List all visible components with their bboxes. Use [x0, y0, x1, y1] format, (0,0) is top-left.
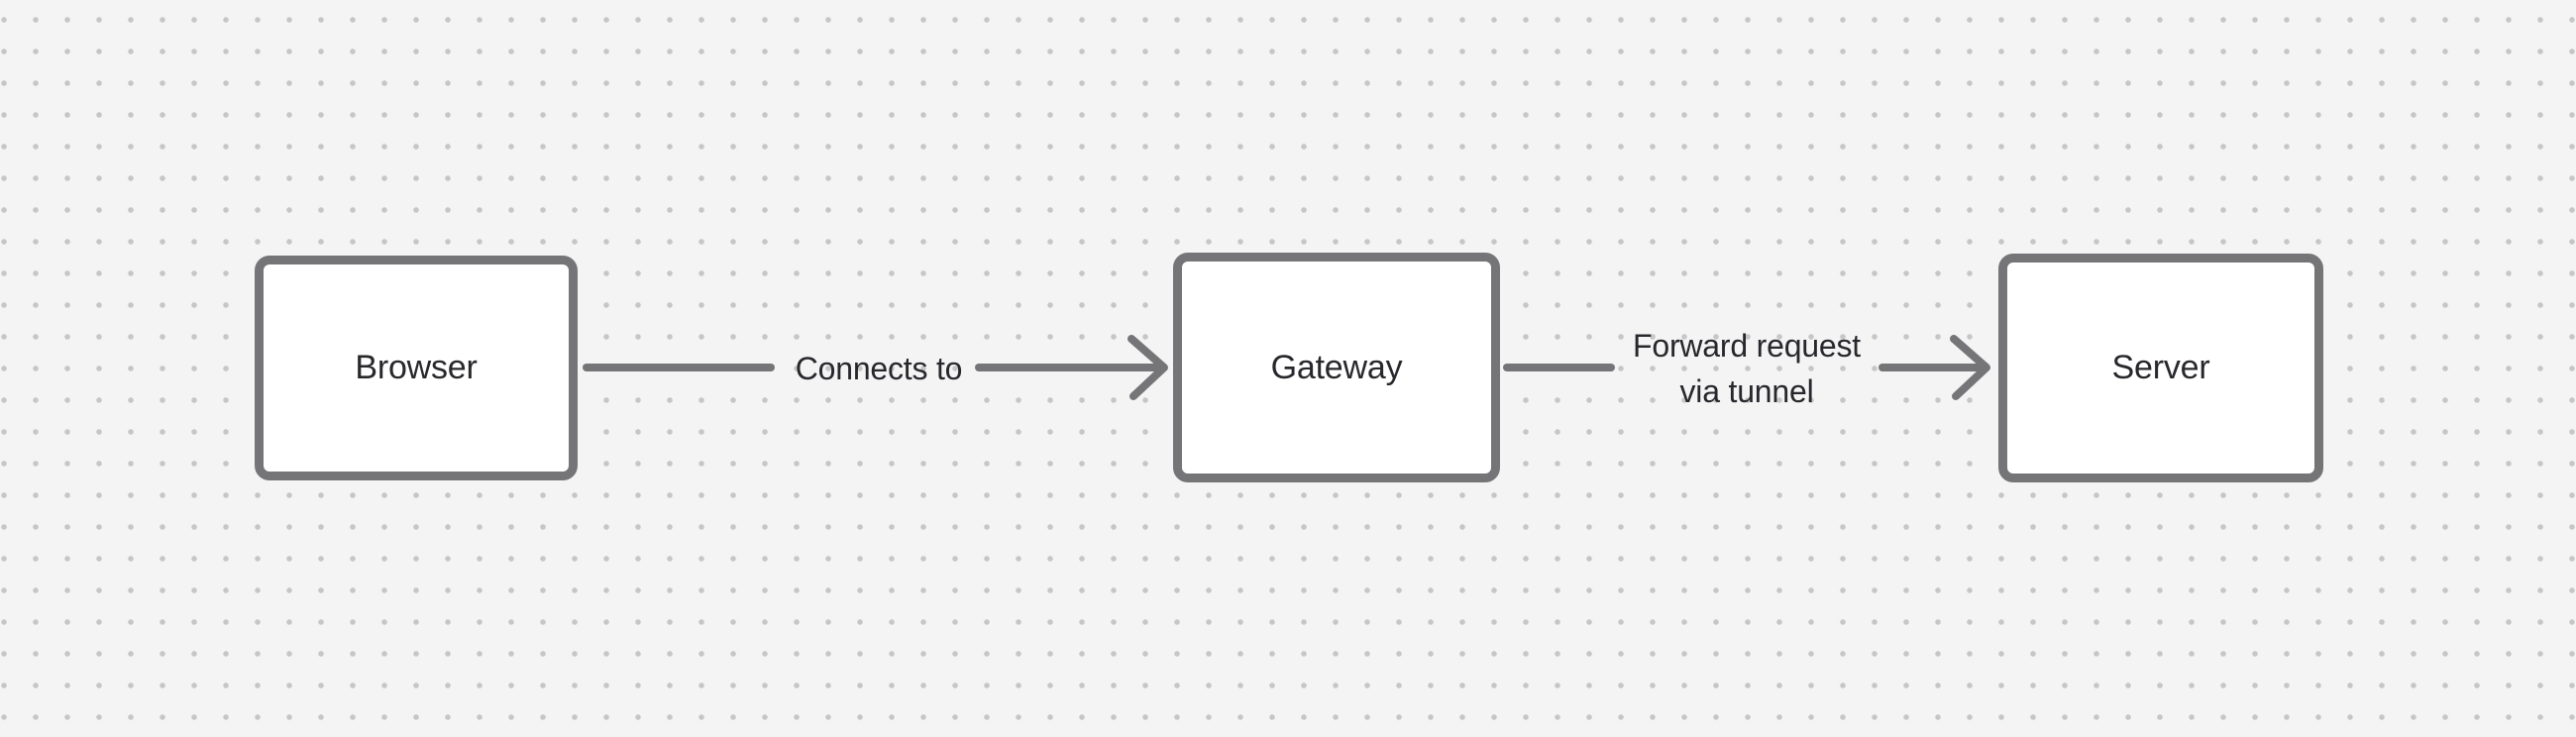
connector-label-text-line-2: via tunnel [1679, 373, 1814, 409]
connector-browser-gateway[interactable] [583, 335, 1168, 400]
node-server-label: Server [2111, 349, 2210, 386]
connector-label-forward-request[interactable]: Forward request via tunnel [1633, 323, 1861, 414]
node-gateway-label: Gateway [1270, 348, 1403, 386]
connector-label-connects-to[interactable]: Connects to [796, 346, 963, 391]
arrowhead-icon [1950, 335, 1990, 400]
connector-label-text: Connects to [795, 351, 963, 386]
node-browser-label: Browser [355, 349, 478, 386]
node-gateway[interactable]: Gateway [1173, 253, 1500, 482]
node-server[interactable]: Server [1998, 254, 2323, 482]
arrowhead-icon [1127, 335, 1168, 400]
connector-gateway-server[interactable] [1503, 335, 1990, 400]
connector-label-text-line-1: Forward request [1633, 328, 1861, 364]
node-browser[interactable]: Browser [255, 256, 578, 480]
